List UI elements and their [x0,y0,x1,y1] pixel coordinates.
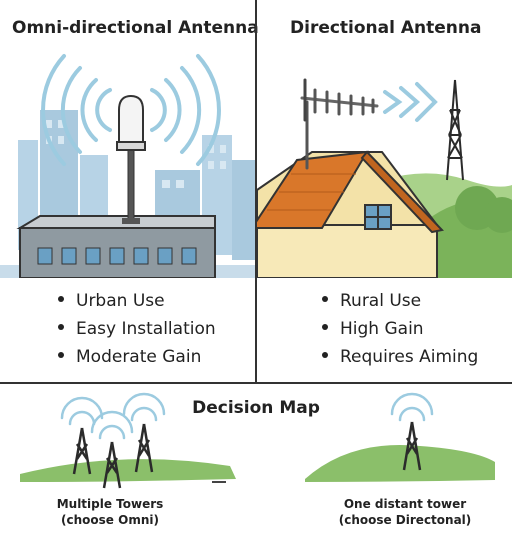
list-item: Rural Use [322,287,478,315]
bullet-icon [322,296,328,302]
list-item: Moderate Gain [58,343,216,371]
rooftop-building [16,215,216,278]
directional-features-list: Rural Use High Gain Requires Aiming [322,287,478,371]
bullet-icon [322,324,328,330]
omni-map-caption: Multiple Towers (choose Omni) [56,497,164,527]
directional-signal-waves [383,82,438,122]
list-item: Urban Use [58,287,216,315]
directional-map-caption: One distant tower (choose Directonal) [338,497,472,527]
directional-panel-title: Directional Antenna [290,18,482,38]
radio-tower-icon [402,421,422,471]
decision-map-illustration [20,392,495,489]
list-item: Easy Installation [58,315,216,343]
list-item: High Gain [322,315,478,343]
radio-tower-icon [446,79,464,181]
house-icon [257,150,444,278]
horizontal-divider [0,382,512,384]
signal-waves-icon [41,54,221,166]
list-item: Requires Aiming [322,343,478,371]
vertical-divider [255,0,257,382]
omni-antenna-icon [116,94,146,224]
bullet-icon [58,324,64,330]
radio-tower-icon [72,427,92,475]
bullet-icon [58,296,64,302]
radio-tower-icon [102,441,122,489]
radio-tower-icon [134,423,154,473]
omni-features-list: Urban Use Easy Installation Moderate Gai… [58,287,216,371]
bullet-icon [58,352,64,358]
bullet-icon [322,352,328,358]
decision-map-title: Decision Map [192,398,320,418]
omni-panel-title: Omni-directional Antenna [12,18,259,38]
directional-illustration [257,78,512,278]
omni-illustration [0,54,255,278]
yagi-antenna-icon [300,78,379,170]
